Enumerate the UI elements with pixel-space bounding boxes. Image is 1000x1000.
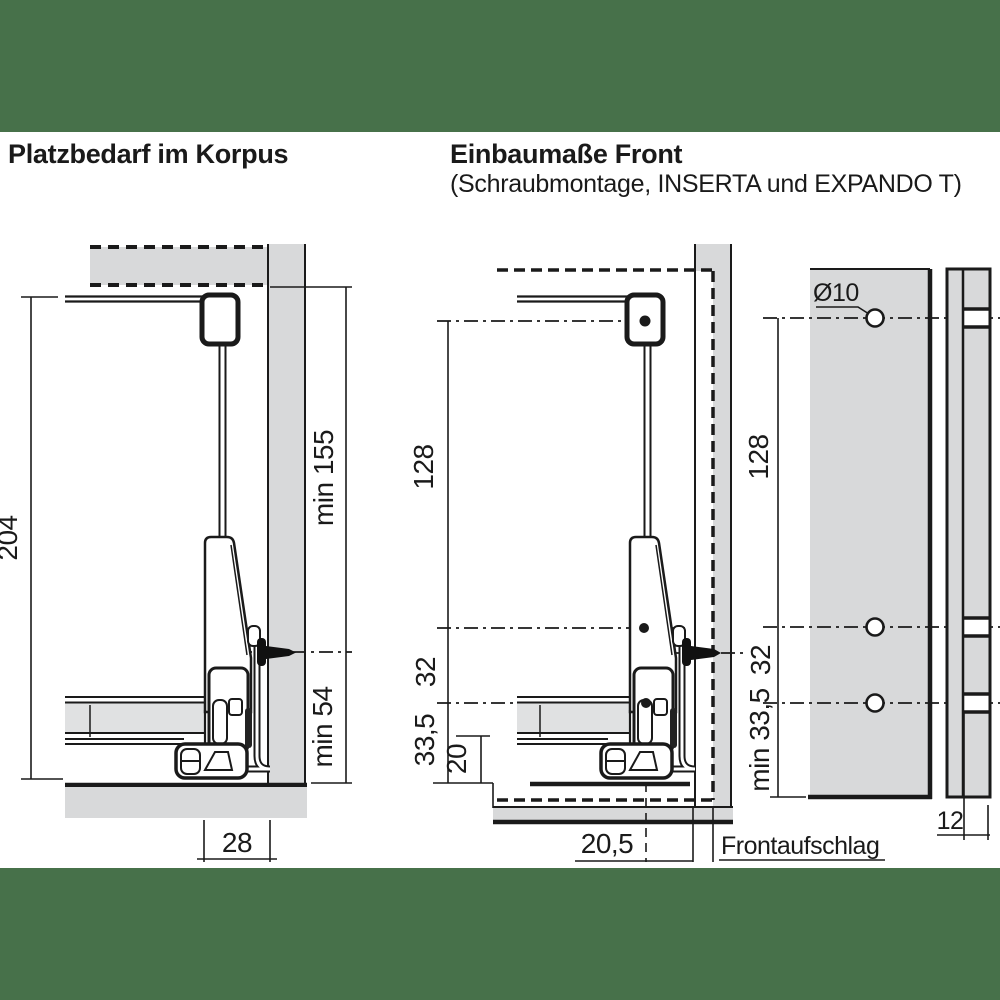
front-bracket-housing: [632, 666, 677, 754]
bottom-green-band: [0, 868, 1000, 1000]
hole-axis-lines: [437, 320, 745, 704]
dim-label-32: 32: [410, 657, 441, 687]
clamp-screw-point: [639, 315, 651, 327]
dim-label-20: 20: [441, 744, 472, 774]
dim-label-min155: min 155: [308, 430, 339, 526]
drawer-top-rail: [517, 295, 631, 303]
cabinet-bottom-panel: [492, 783, 733, 825]
drill-holes: [865, 308, 885, 713]
hole-top: [865, 308, 885, 328]
dim-label-12: 12: [937, 807, 964, 835]
top-green-band: [0, 0, 1000, 132]
dim-total-height: 204: [0, 296, 63, 780]
dim-label-128: 128: [408, 444, 439, 489]
dim-label-min54: min 54: [307, 686, 338, 767]
hole-middle: [865, 617, 885, 637]
left-diagram: 204 min 155 min 54 28: [0, 244, 352, 862]
dim-label-204: 204: [0, 515, 23, 560]
dim-label-33-5: 33,5: [409, 714, 440, 767]
dim-hole-chain: 128 32 min 33,5: [743, 318, 806, 798]
dim-label-min-33-5: min 33,5: [744, 688, 775, 791]
drawer-side-clamp: [199, 292, 241, 347]
dim-rear-depth: 28: [197, 820, 277, 862]
dim-front-offset: 20,5 Frontaufschlag: [575, 783, 885, 862]
drawer-top-rail: [65, 295, 206, 303]
left-diagram-title: Platzbedarf im Korpus: [8, 139, 288, 169]
gallery-rod: [218, 344, 227, 542]
cabinet-top-shelf: [90, 247, 268, 285]
screw-icon: [682, 638, 721, 666]
hole-diameter-callout: Ø10: [813, 279, 870, 315]
front-install-title: Einbaumaße Front: [450, 139, 683, 169]
base-coupling: [599, 742, 674, 780]
base-coupling: [174, 742, 249, 780]
front-panel-top: [695, 244, 732, 271]
dim-label-diameter: Ø10: [813, 279, 859, 307]
drawer-bottom: [65, 696, 206, 745]
front-panel-rear-view: [810, 269, 930, 797]
front-install-diagram: 128 32 33,5 20 20,5 Frontaufschlag: [408, 244, 885, 862]
front-panel-side-view: [945, 267, 992, 799]
dim-label-28: 28: [222, 827, 252, 858]
front-panel-section: [268, 244, 305, 784]
drawer-bottom: [517, 696, 631, 745]
front-fixing-bracket: [181, 625, 271, 773]
dim-label-32: 32: [745, 645, 776, 675]
hole-depth-notches: [963, 307, 989, 714]
dim-hole-depth: 12: [937, 712, 990, 840]
front-install-subtitle: (Schraubmontage, INSERTA und EXPANDO T): [450, 170, 962, 198]
front-panel-view: Ø10 128 32 min 33,5: [743, 267, 1000, 840]
dim-base-gap: 20: [441, 735, 490, 783]
frontaufschlag-label: Frontaufschlag: [721, 832, 879, 860]
gallery-rod: [643, 344, 652, 542]
cabinet-bottom-panel: [65, 787, 307, 818]
front-bracket-housing: [207, 666, 252, 754]
dim-label-128: 128: [743, 434, 774, 479]
screw-icon: [257, 638, 296, 666]
dim-clearances: min 155 min 54: [270, 286, 352, 784]
dim-label-20-5: 20,5: [581, 828, 634, 859]
hole-bottom: [865, 693, 885, 713]
front-fixing-bracket: [606, 625, 696, 773]
dim-hole-positions: 128 32 33,5: [408, 321, 493, 784]
front-panel-strip: [713, 271, 731, 807]
